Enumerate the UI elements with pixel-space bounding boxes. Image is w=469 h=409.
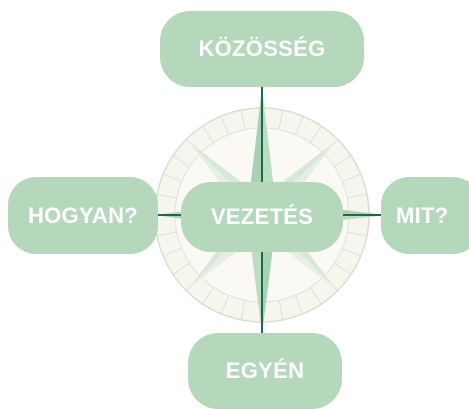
node-egyen: EGYÉN [188,333,342,409]
compass-tick [294,295,304,315]
compass-tick [278,300,284,321]
compass-tick [162,173,182,183]
compass-tick [172,262,190,275]
compass-tick [240,109,246,130]
compass-tick [342,173,362,183]
compass-tick [220,295,230,315]
compass-tick [172,155,190,168]
compass-tick [278,109,284,130]
compass-tick [156,231,177,237]
compass-tick [202,287,215,305]
node-hogyan: HOGYAN? [8,177,158,254]
node-vezetes: VEZETÉS [181,182,343,252]
compass-tick [240,300,246,321]
compass-tick [334,262,352,275]
compass-tick [220,115,230,135]
node-kozosseg: KÖZÖSSÉG [160,11,364,87]
compass-tick [342,247,362,257]
compass-tick [294,115,304,135]
compass-tick [347,231,368,237]
compass-tick [309,287,322,305]
compass-tick [162,247,182,257]
node-mit: MIT? [381,177,469,254]
compass-tick [309,125,322,143]
compass-tick [347,193,368,199]
compass-tick [334,155,352,168]
compass-tick [202,125,215,143]
compass-tick [156,193,177,199]
